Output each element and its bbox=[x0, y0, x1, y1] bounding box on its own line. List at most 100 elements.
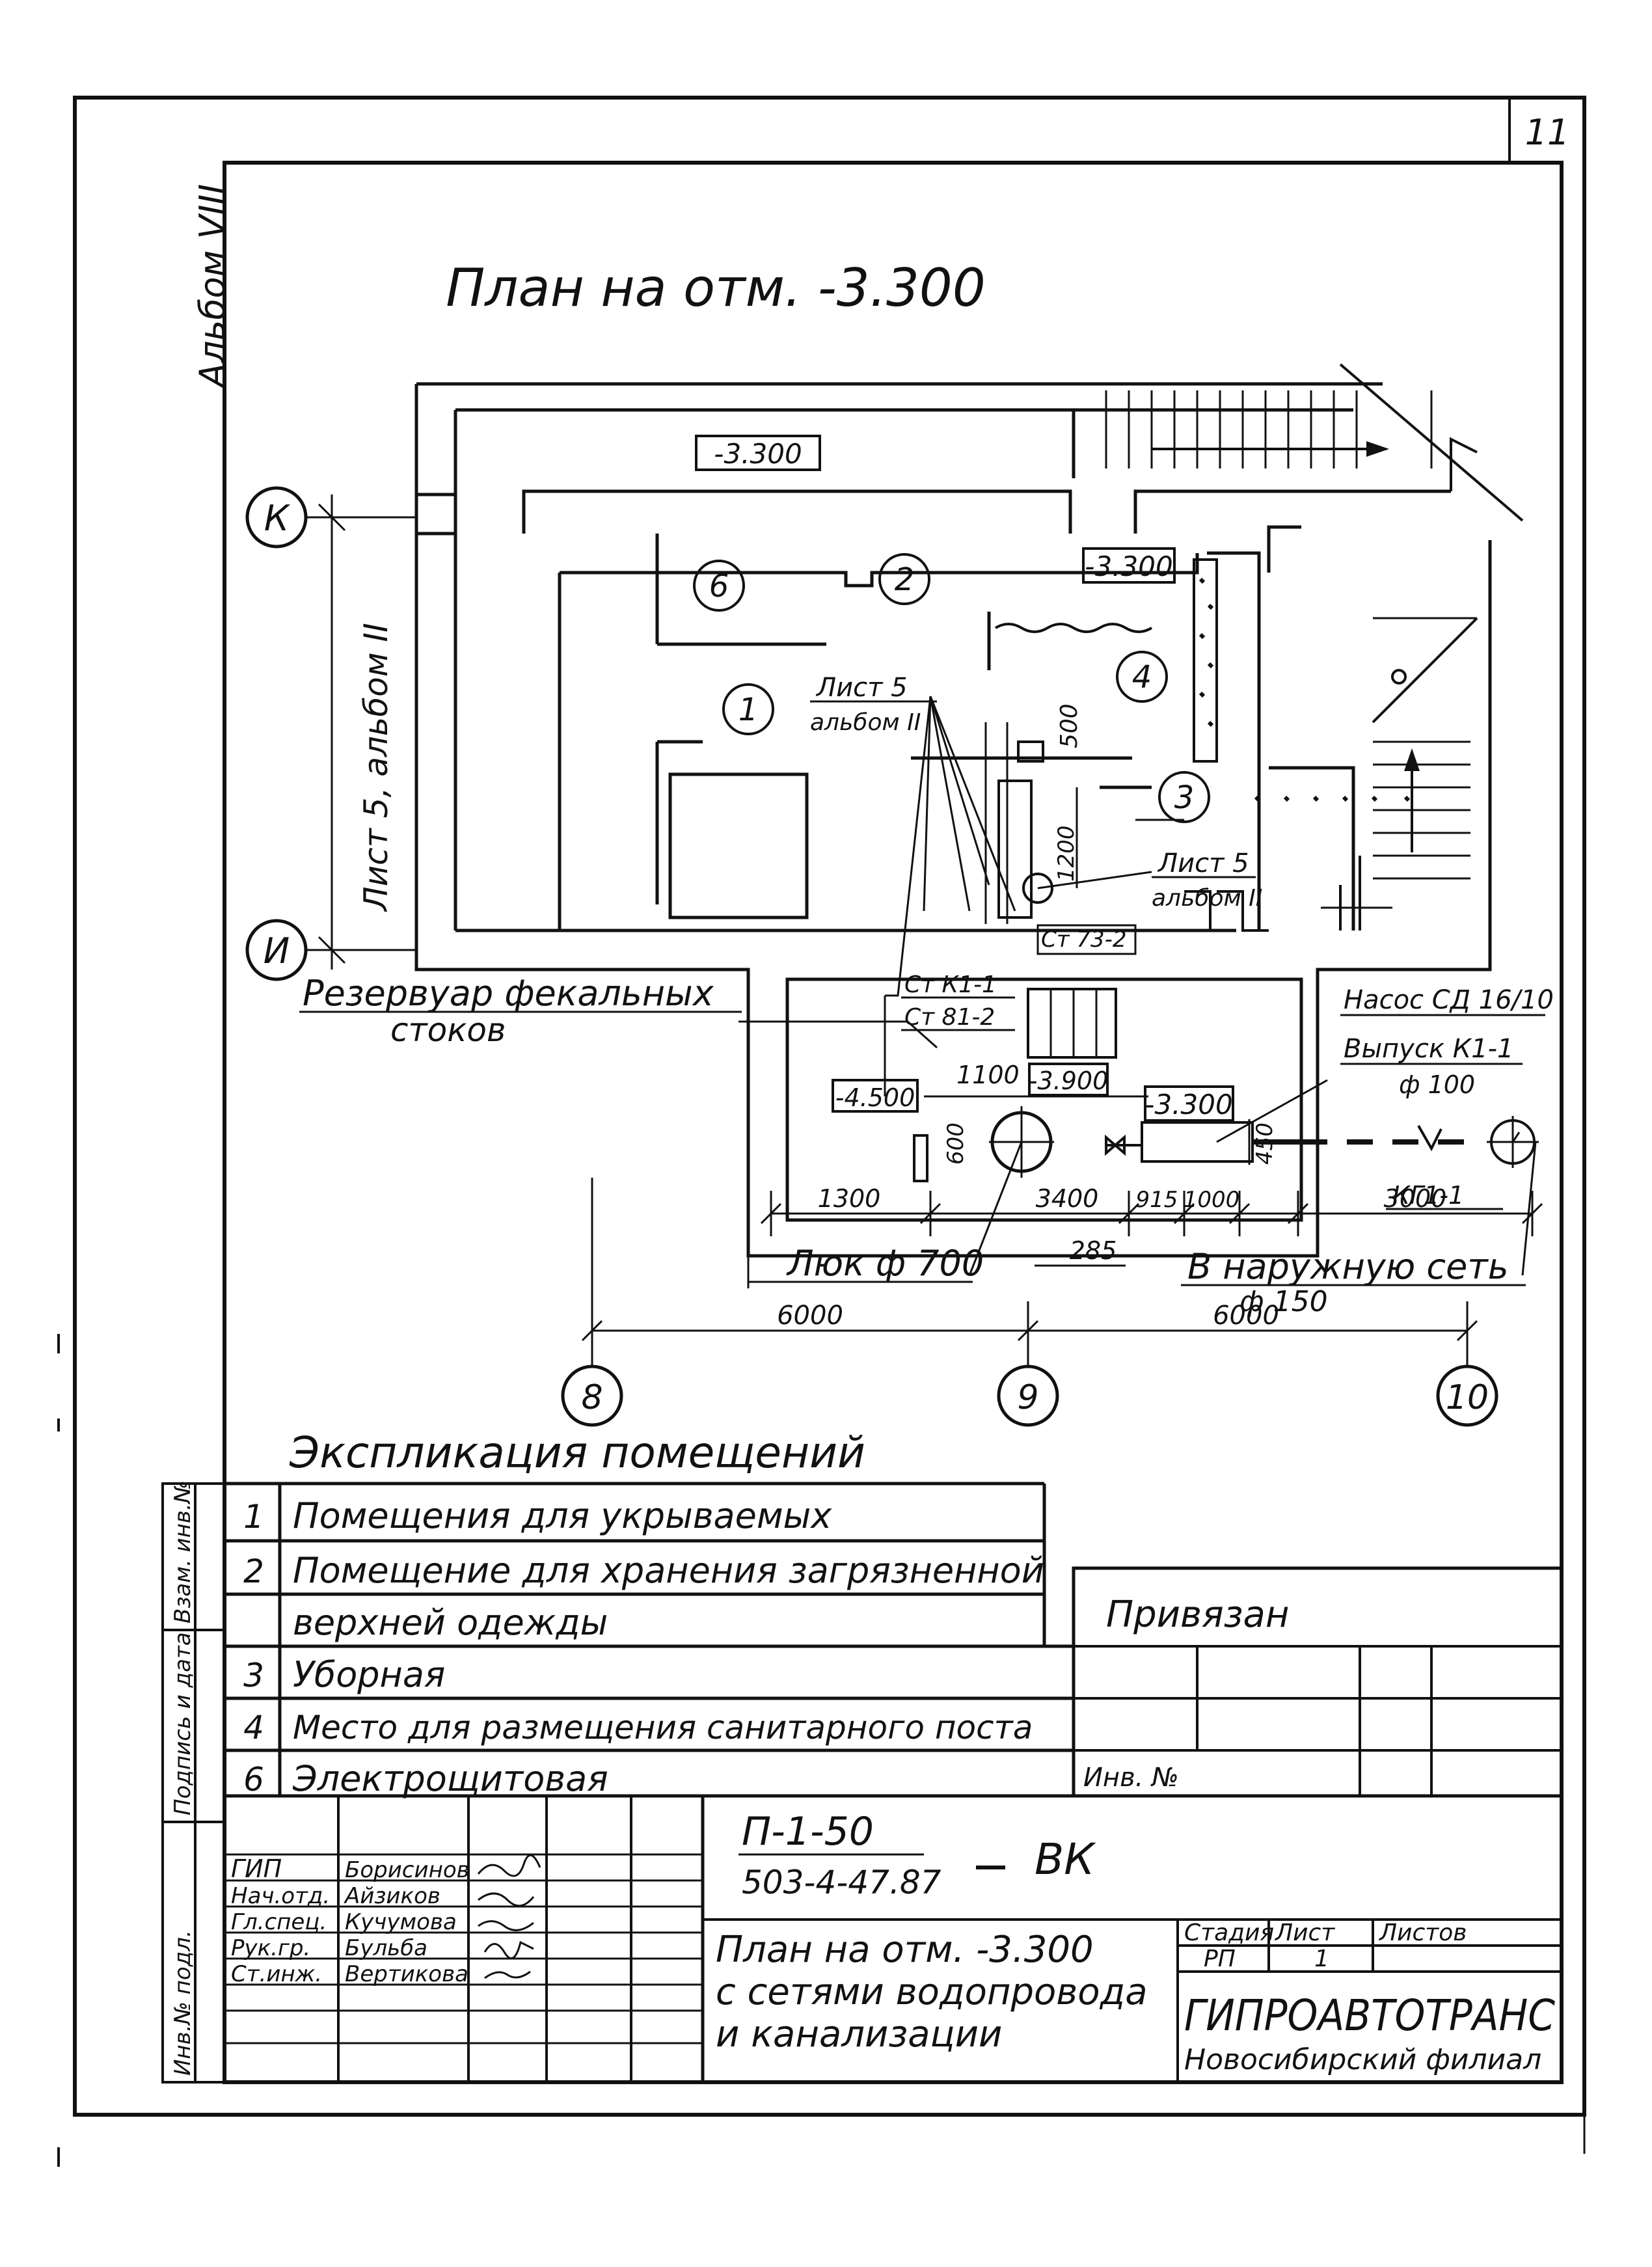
explication-name: Уборная bbox=[293, 1654, 445, 1695]
dim-label: 1100 bbox=[956, 1061, 1020, 1089]
outer-frame bbox=[73, 96, 1586, 2117]
explication-title: Экспликация помещений bbox=[289, 1428, 865, 1478]
elev-tag: -3.300 bbox=[714, 438, 802, 470]
org-name: ГИПРОАВТОТРАНС bbox=[1184, 1990, 1555, 2041]
riser-tag: Ст 81-2 bbox=[904, 1004, 995, 1031]
explication-no: 4 bbox=[243, 1709, 264, 1746]
sheet-ref: альбом II bbox=[810, 709, 921, 736]
outlet-label: Выпуск К1-1 bbox=[1344, 1034, 1513, 1064]
doc-code-2: 503-4-47.87 bbox=[742, 1864, 941, 1901]
sheets-header: Листов bbox=[1378, 1920, 1467, 1946]
sheet-ref: Лист 5 bbox=[815, 673, 908, 703]
dim-label: 285 bbox=[1070, 1236, 1117, 1265]
hatch-label: Люк ф 700 bbox=[786, 1243, 984, 1284]
dim-label: 500 bbox=[1056, 703, 1083, 748]
dim-label: 1300 bbox=[818, 1184, 881, 1213]
explication-no: 1 bbox=[243, 1498, 264, 1536]
outlet-dia: ф 100 bbox=[1399, 1070, 1475, 1099]
room-number: 4 bbox=[1132, 659, 1152, 696]
elev-tag: -3.300 bbox=[1144, 1089, 1232, 1120]
explication-table: 1 Помещения для укрываемых 2 Помещение д… bbox=[224, 1482, 1076, 1799]
explication-name: Помещение для хранения загрязненной bbox=[293, 1550, 1044, 1591]
role: Рук.гр. bbox=[231, 1935, 310, 1961]
album-label: Альбом VIII bbox=[192, 184, 233, 389]
role: Ст.инж. bbox=[231, 1961, 322, 1987]
riser-tag: Ст 73-2 bbox=[1041, 927, 1127, 953]
side-ref: Лист 5, альбом II bbox=[357, 623, 395, 912]
explication-name: Место для размещения санитарного поста bbox=[293, 1709, 1033, 1746]
stage-header: Стадия bbox=[1184, 1920, 1274, 1946]
axis-markers-vertical: К И Лист 5, альбом II bbox=[245, 486, 416, 981]
room-number: 2 bbox=[895, 562, 915, 598]
dim-label: 1200 bbox=[1053, 825, 1079, 882]
dim-label: 1000 bbox=[1184, 1187, 1240, 1213]
stamp-field: Взам. инв.№ bbox=[170, 1480, 196, 1623]
sheet-ref: Лист 5 bbox=[1157, 848, 1249, 878]
dim-label: 450 bbox=[1252, 1122, 1278, 1165]
side-stamp: Инв.№ подл. Подпись и дата Взам. инв.№ bbox=[161, 1480, 226, 2084]
dimension-chain: 1300 3400 915 1000 3000 285 bbox=[747, 1184, 1543, 1288]
axis-k: К bbox=[264, 498, 291, 539]
elev-tag: -4.500 bbox=[835, 1083, 915, 1112]
binding-title: Привязан bbox=[1106, 1594, 1289, 1636]
dim-label: 3400 bbox=[1036, 1184, 1099, 1213]
explication-name: Электрощитовая bbox=[292, 1758, 608, 1799]
binding-inv: Инв. № bbox=[1083, 1763, 1179, 1793]
axis-i: И bbox=[264, 930, 290, 971]
org-branch: Новосибирский филиал bbox=[1184, 2043, 1541, 2076]
role: Гл.спец. bbox=[231, 1909, 327, 1935]
room-number: 3 bbox=[1174, 780, 1195, 816]
role: ГИП bbox=[231, 1854, 282, 1883]
sheet-desc: и канализации bbox=[716, 2013, 1002, 2056]
axis-10: 10 bbox=[1446, 1378, 1489, 1417]
pump-label: Насос СД 16/10 bbox=[1344, 985, 1554, 1015]
sheet-number: 11 bbox=[1525, 112, 1570, 153]
title-block: ГИП Борисинов Нач.отд. Айзиков Гл.спец. … bbox=[224, 1794, 1562, 2082]
dim-label: 6000 bbox=[1213, 1301, 1279, 1331]
axis-8: 8 bbox=[581, 1378, 603, 1417]
dim-label: 600 bbox=[943, 1122, 969, 1165]
stamp-field: Подпись и дата bbox=[170, 1632, 196, 1815]
dim-label: 6000 bbox=[777, 1301, 843, 1331]
sheet-ref: альбом II bbox=[1152, 885, 1262, 912]
doc-mark: ВК bbox=[1035, 1834, 1096, 1884]
explication-no: 3 bbox=[243, 1657, 264, 1694]
binding-table: Привязан Инв. № bbox=[1072, 1566, 1564, 1798]
sheet-desc: с сетями водопровода bbox=[716, 1971, 1148, 2013]
person: Айзиков bbox=[344, 1883, 440, 1909]
reservoir-label-2: стоков bbox=[390, 1011, 506, 1049]
axis-9: 9 bbox=[1017, 1378, 1038, 1417]
role: Нач.отд. bbox=[231, 1883, 330, 1909]
sheet-value: 1 bbox=[1314, 1946, 1329, 1972]
explication-name: Помещения для укрываемых bbox=[293, 1495, 832, 1536]
signatures bbox=[477, 1854, 541, 1979]
inner-frame bbox=[223, 161, 1564, 2084]
stage-value: РП bbox=[1204, 1946, 1236, 1972]
elev-tag: -3.900 bbox=[1029, 1066, 1109, 1095]
person: Борисинов bbox=[345, 1857, 470, 1883]
room-number: 6 bbox=[709, 568, 729, 604]
network-dia: ф 150 bbox=[1239, 1285, 1328, 1318]
sheet-desc: План на отм. -3.300 bbox=[716, 1929, 1094, 1971]
dim-label: 3000 bbox=[1384, 1184, 1447, 1213]
doc-code: П-1-50 bbox=[742, 1809, 874, 1854]
explication-name: верхней одежды bbox=[293, 1602, 608, 1643]
stamp-field: Инв.№ подл. bbox=[170, 1930, 196, 2076]
riser-tag: Ст К1-1 bbox=[904, 971, 997, 998]
axis-markers-horizontal: 6000 6000 8 9 10 bbox=[561, 1178, 1498, 1427]
room-markers: 6 2 1 4 3 bbox=[693, 553, 1210, 823]
explication-no: 6 bbox=[243, 1761, 264, 1799]
reservoir-label: Резервуар фекальных bbox=[303, 973, 714, 1014]
explication-no: 2 bbox=[243, 1553, 264, 1590]
sheet-header: Лист bbox=[1274, 1920, 1335, 1946]
dim-label: 915 bbox=[1136, 1187, 1178, 1213]
well-label: КГ1-1 bbox=[1392, 1181, 1464, 1210]
person: Бульба bbox=[345, 1935, 427, 1961]
floor-plan: -3.300 -3.300 -3.300 -3.900 -4.500 6 2 1… bbox=[414, 363, 1539, 1276]
room-number: 1 bbox=[738, 692, 759, 728]
person: Кучумова bbox=[345, 1909, 457, 1935]
plan-title: План на отм. -3.300 bbox=[446, 258, 985, 318]
person: Вертикова bbox=[345, 1961, 468, 1987]
elev-tag: -3.300 bbox=[1085, 550, 1172, 582]
